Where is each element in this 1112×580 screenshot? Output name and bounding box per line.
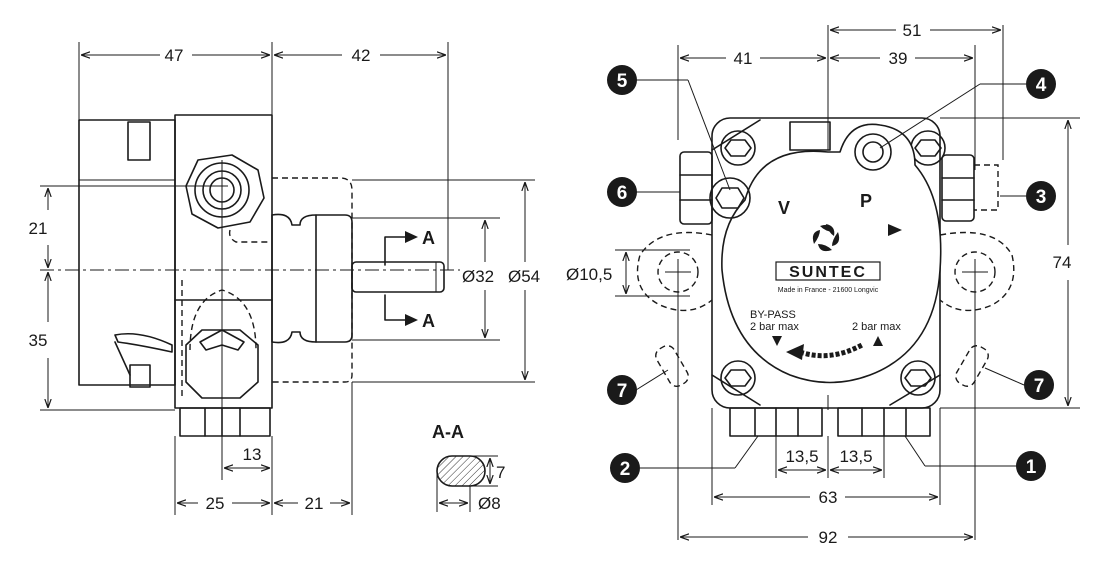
dim-dia54: Ø54 [508, 182, 540, 380]
section-marker-a-top: A [384, 228, 435, 266]
cover-bolt-icon [854, 133, 892, 171]
svg-text:A: A [422, 228, 435, 248]
dim-dia8-label: Ø8 [478, 494, 501, 513]
callout-1: 1 [1026, 457, 1037, 478]
shaft-section [436, 455, 486, 487]
dim-47: 47 [81, 46, 270, 65]
right-mount-ear [939, 231, 1015, 312]
callout-4-icon [1026, 69, 1056, 99]
dim-21-vertical: 21 [29, 188, 48, 268]
dim-13-5-right: 13,5 [830, 447, 882, 470]
hex-fitting-icon [185, 154, 265, 229]
dim-51-label: 51 [903, 21, 922, 40]
dim-63-label: 63 [819, 488, 838, 507]
dim-21-bottom-label: 21 [305, 494, 324, 513]
callout-7-left: 7 [617, 381, 628, 402]
label-v: V [778, 198, 790, 218]
left-port-fitting [679, 151, 713, 225]
left-mount-ear [636, 231, 713, 312]
dim-35-label: 35 [29, 331, 48, 350]
bleed-screw-icon [709, 177, 751, 219]
brand-text: SUNTEC [789, 264, 867, 281]
dim-74: 74 [1053, 120, 1072, 406]
dim-41-label: 41 [734, 49, 753, 68]
bypass-pressure: 2 bar max [750, 321, 799, 333]
callout-6: 6 [617, 183, 628, 204]
bottom-port [179, 407, 271, 437]
bottom-port-right [837, 407, 931, 437]
dim-25-label: 25 [206, 494, 225, 513]
dim-47-label: 47 [165, 46, 184, 65]
dim-dia32-label: Ø32 [462, 267, 494, 286]
section-view: A-A 7 Ø8 [432, 422, 505, 513]
dim-42-label: 42 [352, 46, 371, 65]
callout-4: 4 [1036, 75, 1047, 96]
dim-39: 39 [830, 49, 973, 68]
dim-92: 92 [680, 528, 973, 547]
bolt-bottom-left-icon [720, 360, 756, 396]
rotation-arrow-icon [799, 342, 864, 359]
flange [271, 213, 353, 344]
callout-5: 5 [617, 71, 628, 92]
dim-13-5-right-label: 13,5 [839, 447, 872, 466]
dim-dia32: Ø32 [462, 220, 494, 338]
dim-dia54-label: Ø54 [508, 267, 540, 286]
callout-7-right: 7 [1034, 376, 1045, 397]
bolt-bottom-right-icon [900, 360, 936, 396]
callout-5-icon [607, 65, 637, 95]
dim-63: 63 [714, 488, 938, 507]
dim-21-label: 21 [29, 219, 48, 238]
dim-7-label: 7 [496, 463, 505, 482]
label-p: P [860, 191, 872, 211]
dim-35-vertical: 35 [29, 272, 48, 408]
callout-2-icon [610, 453, 640, 483]
callout-3: 3 [1036, 187, 1047, 208]
pump-cover [721, 123, 942, 384]
bottom-port-left [729, 407, 823, 437]
callout-6-icon [607, 177, 637, 207]
dim-92-label: 92 [819, 528, 838, 547]
section-marker-a-bottom: A [384, 294, 435, 331]
dim-dia10-5-label: Ø10,5 [566, 265, 612, 284]
front-view: 51 41 39 [566, 21, 1080, 547]
callouts: 5 4 6 3 7 7 2 1 [607, 65, 1056, 483]
dim-41: 41 [680, 49, 826, 68]
made-in-text: Made in France - 21600 Longvic [778, 287, 879, 294]
right-pressure: 2 bar max [852, 321, 901, 333]
bypass-label: BY-PASS [750, 309, 796, 321]
dim-25: 25 [177, 494, 270, 513]
callout-7-left-icon [607, 375, 637, 405]
dim-51: 51 [830, 21, 1001, 40]
side-view: 47 42 [29, 42, 540, 515]
dim-42: 42 [274, 46, 446, 65]
dim-13: 13 [224, 445, 270, 468]
dim-13-5-left-label: 13,5 [785, 447, 818, 466]
callout-1-icon [1016, 451, 1046, 481]
section-title: A-A [432, 422, 464, 442]
suntec-logo-icon [812, 224, 840, 252]
callout-7-right-icon [1024, 370, 1054, 400]
dim-dia10-5: Ø10,5 [566, 252, 626, 294]
bolt-top-left-icon [720, 130, 756, 166]
callout-2: 2 [620, 459, 631, 480]
dim-21-bottom: 21 [274, 494, 350, 513]
svg-text:A: A [422, 311, 435, 331]
dim-74-label: 74 [1053, 253, 1072, 272]
rear-housing [78, 119, 176, 386]
dim-39-label: 39 [889, 49, 908, 68]
arrow-p-icon [888, 224, 902, 236]
callout-3-icon [1026, 181, 1056, 211]
shaft [351, 261, 445, 293]
dim-13-label: 13 [243, 445, 262, 464]
dim-13-5-left: 13,5 [778, 447, 826, 470]
right-port-fitting [941, 154, 999, 222]
